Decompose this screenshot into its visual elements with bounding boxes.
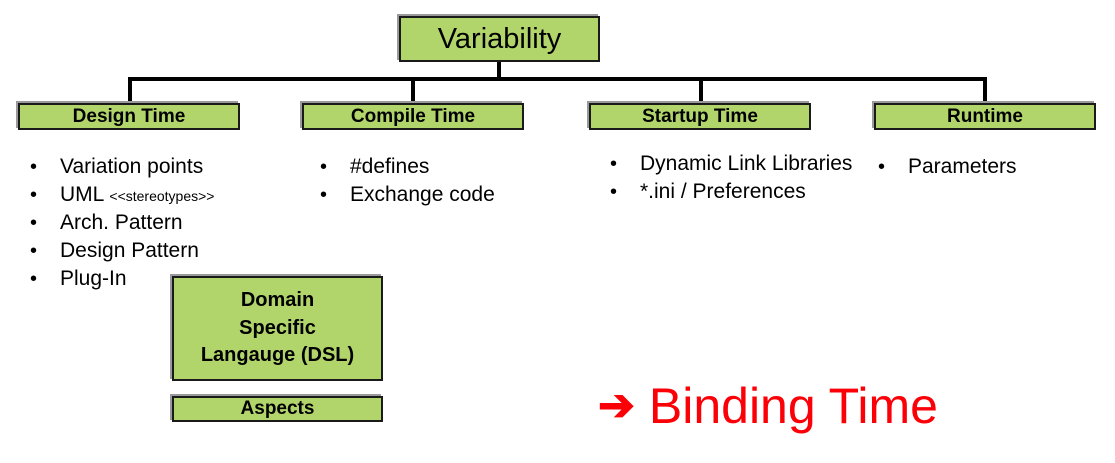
connector-horizontal-bar bbox=[128, 77, 987, 81]
node-dsl-line-1: Domain bbox=[240, 289, 315, 312]
bullet-list-runtime: • Parameters bbox=[878, 153, 1098, 181]
node-compile-time-label: Compile Time bbox=[350, 105, 476, 127]
list-item: • UML <<stereotypes>> bbox=[30, 181, 280, 209]
bullet-icon: • bbox=[30, 239, 38, 262]
node-variability: Variability bbox=[399, 16, 600, 62]
bullet-icon: • bbox=[610, 180, 618, 203]
bullet-icon: • bbox=[320, 183, 328, 206]
list-item: • Exchange code bbox=[320, 181, 550, 209]
bullet-list-compile-time: • #defines • Exchange code bbox=[320, 153, 550, 209]
list-item-label: UML <<stereotypes>> bbox=[60, 181, 280, 209]
list-item: • Arch. Pattern bbox=[30, 209, 280, 237]
list-item: • Variation points bbox=[30, 153, 280, 181]
list-item-text: UML bbox=[60, 182, 104, 206]
connector-drop-compile-time bbox=[411, 77, 415, 105]
node-compile-time: Compile Time bbox=[302, 103, 524, 130]
list-item: • Dynamic Link Libraries bbox=[610, 150, 860, 178]
node-runtime-label: Runtime bbox=[947, 105, 1023, 127]
list-item-label: Exchange code bbox=[350, 182, 495, 206]
bullet-icon: • bbox=[30, 267, 38, 290]
bullet-list-startup-time: • Dynamic Link Libraries • *.ini / Prefe… bbox=[610, 150, 860, 206]
list-item-label: Variation points bbox=[60, 155, 204, 178]
list-item: • *.ini / Preferences bbox=[610, 178, 860, 206]
connector-drop-runtime bbox=[983, 77, 987, 105]
node-aspects-label: Aspects bbox=[240, 398, 315, 419]
list-item-label: Dynamic Link Libraries bbox=[640, 152, 853, 175]
list-item-label: Design Pattern bbox=[60, 238, 199, 262]
bullet-icon: • bbox=[878, 156, 886, 178]
bullet-icon: • bbox=[30, 211, 38, 234]
bullet-list-design-time: • Variation points • UML <<stereotypes>>… bbox=[30, 153, 280, 293]
node-startup-time-label: Startup Time bbox=[642, 105, 758, 127]
list-item: • Plug-In bbox=[30, 265, 280, 293]
binding-time-callout: ➔ Binding Time bbox=[598, 381, 938, 431]
bullet-icon: • bbox=[30, 183, 38, 206]
list-item: • Design Pattern bbox=[30, 237, 280, 265]
bullet-icon: • bbox=[30, 156, 38, 178]
node-variability-label: Variability bbox=[437, 22, 562, 55]
list-item-label: Parameters bbox=[908, 155, 1017, 178]
bullet-icon: • bbox=[320, 156, 328, 178]
list-item-label: *.ini / Preferences bbox=[640, 179, 806, 203]
node-domain-specific-language: Domain Specific Langauge (DSL) bbox=[172, 276, 383, 381]
list-item: • #defines bbox=[320, 153, 550, 181]
node-runtime: Runtime bbox=[874, 103, 1096, 130]
list-item-label: Arch. Pattern bbox=[60, 210, 183, 234]
connector-drop-startup-time bbox=[699, 77, 703, 105]
connector-drop-design-time bbox=[128, 77, 132, 105]
node-aspects: Aspects bbox=[172, 396, 383, 422]
node-startup-time: Startup Time bbox=[589, 103, 811, 130]
list-item: • Parameters bbox=[878, 153, 1098, 181]
binding-time-label: Binding Time bbox=[648, 378, 938, 434]
list-item-label: #defines bbox=[350, 155, 430, 178]
list-item-note: <<stereotypes>> bbox=[109, 187, 215, 204]
bullet-icon: • bbox=[610, 153, 618, 175]
node-dsl-line-3: Langauge (DSL) bbox=[200, 344, 355, 367]
node-design-time: Design Time bbox=[18, 103, 240, 130]
list-item-label: Plug-In bbox=[60, 266, 127, 290]
node-design-time-label: Design Time bbox=[72, 105, 186, 127]
node-dsl-line-2: Specific bbox=[239, 316, 316, 339]
connector-trunk bbox=[497, 62, 501, 80]
right-arrow-icon: ➔ bbox=[598, 381, 635, 430]
